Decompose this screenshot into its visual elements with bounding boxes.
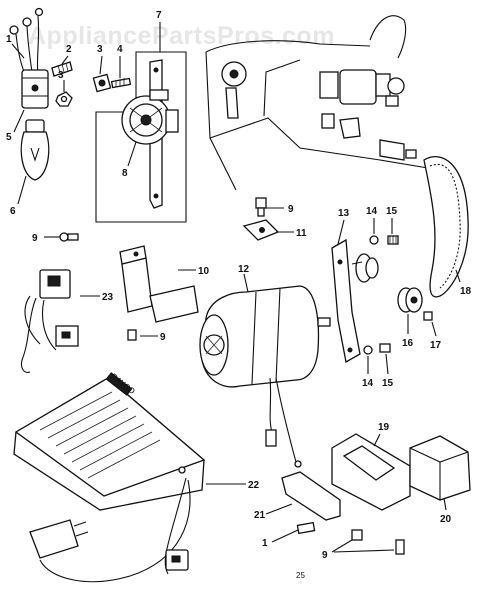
screw-9-bottom-b xyxy=(395,539,405,555)
callout-14-bottom: 14 xyxy=(362,378,374,389)
screw-9-left xyxy=(44,232,79,242)
nut-15-bottom xyxy=(379,343,391,353)
sheet-number: 25 xyxy=(296,571,305,580)
callout-2: 2 xyxy=(66,44,72,55)
lamp-socket-assembly xyxy=(9,7,50,181)
watermark-text: AppliancePartsPros.com xyxy=(28,22,335,50)
pedal-lever-21 xyxy=(281,471,341,521)
nut-3-left xyxy=(55,91,73,107)
callout-3-a: 3 xyxy=(97,44,103,55)
washer-3-right xyxy=(92,73,112,93)
bracket-assembly-box xyxy=(95,22,187,223)
callout-23: 23 xyxy=(102,292,114,303)
screw-4 xyxy=(110,77,132,89)
callout-8: 8 xyxy=(122,168,128,179)
callout-14-top: 14 xyxy=(366,206,378,217)
callout-19: 19 xyxy=(378,422,390,433)
washer-14-bottom xyxy=(363,345,373,355)
callout-labels: 1 2 3 4 3 5 6 7 8 9 9 10 11 12 13 14 15 … xyxy=(6,10,472,561)
callout-10: 10 xyxy=(198,266,210,277)
callout-22: 22 xyxy=(248,480,260,491)
screw-2 xyxy=(51,61,73,77)
pulley-16 xyxy=(397,287,423,313)
callout-9-mid: 9 xyxy=(160,332,166,343)
nut-15-top xyxy=(387,235,399,245)
clip-11 xyxy=(242,219,280,241)
callout-9-top: 9 xyxy=(288,204,294,215)
motor-bracket-13 xyxy=(331,238,379,364)
callout-16: 16 xyxy=(402,338,414,349)
screw-1-bottom xyxy=(296,521,316,535)
callout-13: 13 xyxy=(338,208,350,219)
callout-15-bottom: 15 xyxy=(382,378,394,389)
callout-1-bottom: 1 xyxy=(262,538,268,549)
callout-17: 17 xyxy=(430,340,442,351)
switch-23 xyxy=(20,269,79,373)
callout-4: 4 xyxy=(117,44,123,55)
callout-21: 21 xyxy=(254,510,266,521)
drive-belt-18 xyxy=(423,156,469,298)
callout-18: 18 xyxy=(460,286,472,297)
callout-9-bottom: 9 xyxy=(322,550,328,561)
callout-20: 20 xyxy=(440,514,452,525)
screw-9-bottom-a xyxy=(351,529,363,541)
callout-5: 5 xyxy=(6,132,12,143)
callout-9-left: 9 xyxy=(32,233,38,244)
pedal-bracket-19 xyxy=(331,433,411,511)
capacitor-bracket-10 xyxy=(119,245,199,323)
callout-3-b: 3 xyxy=(58,70,64,81)
callout-15-top: 15 xyxy=(386,206,398,217)
sewing-machine-outline xyxy=(205,15,441,191)
washer-14-top xyxy=(369,235,379,245)
screw-9-top xyxy=(255,197,267,217)
screw-9-mid xyxy=(127,329,137,341)
leader-lines xyxy=(11,43,461,553)
callout-1: 1 xyxy=(6,34,12,45)
foot-pedal-22: RAYCO xyxy=(13,372,206,583)
callout-11: 11 xyxy=(296,228,307,239)
screw-17 xyxy=(423,311,433,321)
pedal-box-20 xyxy=(409,435,471,501)
callout-7: 7 xyxy=(156,10,162,21)
callout-6: 6 xyxy=(10,206,16,217)
callout-12: 12 xyxy=(238,264,250,275)
motor-12 xyxy=(199,285,331,468)
